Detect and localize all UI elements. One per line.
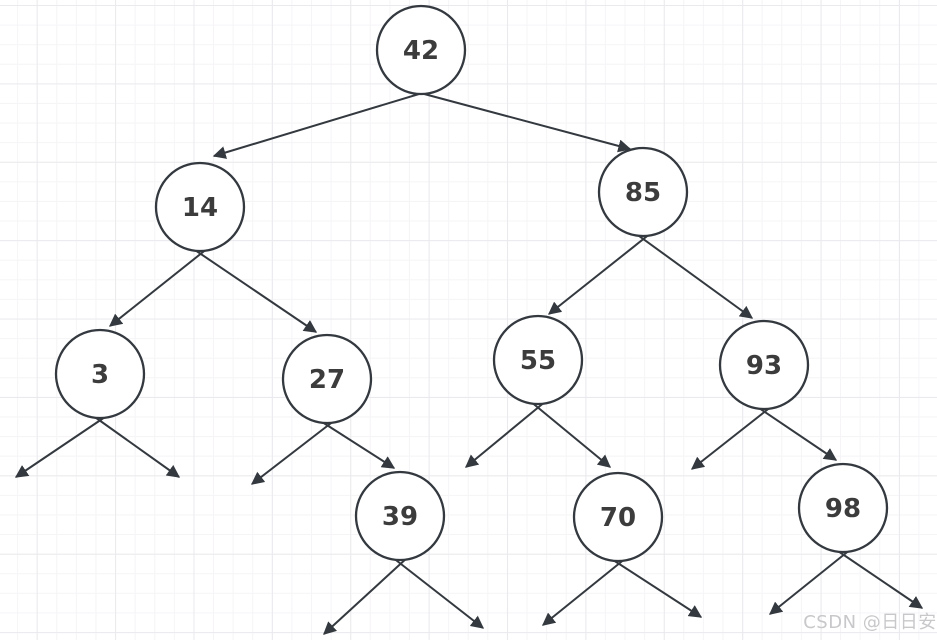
tree-edge-98-null — [834, 548, 924, 609]
tree-edge-55-null — [464, 400, 547, 468]
tree-node-label-3: 3 — [91, 360, 109, 390]
tree-edge-85-55 — [547, 232, 652, 315]
tree-node-circle-39 — [354, 470, 446, 562]
tree-node-3: 3 — [54, 328, 146, 420]
watermark: CSDN @日日安. — [803, 612, 937, 633]
tree-node-circle-70 — [572, 471, 664, 563]
tree-edge-27-null — [250, 419, 336, 485]
tree-node-42: 42 — [375, 4, 467, 96]
tree-node-circle-98 — [797, 462, 889, 554]
edges-layer — [14, 90, 924, 635]
tree-edge-42-14 — [212, 90, 430, 159]
tree-node-circle-14 — [154, 161, 246, 253]
tree-edge-70-null — [541, 557, 627, 626]
tree-node-93: 93 — [718, 319, 810, 411]
tree-node-98: 98 — [797, 462, 889, 554]
tree-node-circle-55 — [492, 314, 584, 406]
tree-node-14: 14 — [154, 161, 246, 253]
tree-node-label-85: 85 — [625, 178, 661, 208]
tree-edge-85-93 — [634, 232, 754, 319]
tree-node-label-55: 55 — [520, 346, 556, 376]
tree-edge-42-85 — [412, 90, 632, 153]
tree-node-70: 70 — [572, 471, 664, 563]
tree-node-27: 27 — [281, 333, 373, 425]
tree-node-55: 55 — [492, 314, 584, 406]
tree-edge-93-null — [690, 405, 773, 470]
tree-edge-55-70 — [529, 400, 612, 468]
tree-node-label-14: 14 — [182, 193, 218, 223]
tree-edge-70-null — [609, 557, 703, 618]
tree-node-circle-93 — [718, 319, 810, 411]
tree-edge-14-3 — [108, 247, 209, 327]
tree-edge-14-27 — [191, 247, 318, 333]
tree-edge-27-39 — [318, 419, 396, 469]
tree-edge-3-null — [14, 414, 109, 478]
nodes-layer: 42 14 85 3 27 55 93 39 70 98 — [54, 4, 889, 563]
tree-node-39: 39 — [354, 470, 446, 562]
tree-edge-98-null — [768, 548, 852, 615]
tree-edge-93-98 — [755, 405, 838, 461]
tree-node-label-42: 42 — [403, 36, 439, 66]
tree-node-label-27: 27 — [309, 365, 345, 395]
tree-edge-39-null — [323, 556, 409, 635]
tree-node-label-93: 93 — [746, 351, 782, 381]
tree-node-circle-42 — [375, 4, 467, 96]
tree-node-85: 85 — [597, 146, 689, 238]
tree-node-circle-27 — [281, 333, 373, 425]
tree-node-label-70: 70 — [600, 503, 636, 533]
tree-edge-39-null — [391, 556, 485, 629]
tree-edge-3-null — [91, 414, 181, 478]
tree-node-circle-85 — [597, 146, 689, 238]
tree-node-label-39: 39 — [382, 502, 418, 532]
tree-node-label-98: 98 — [825, 494, 861, 524]
tree-node-circle-3 — [54, 328, 146, 420]
